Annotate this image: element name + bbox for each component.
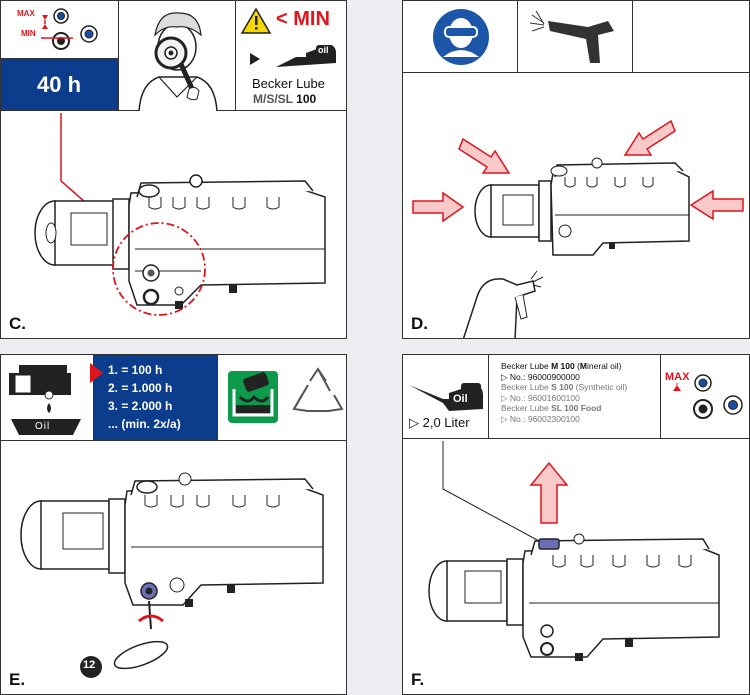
- goggles-cell: [403, 1, 518, 73]
- oil-fill-cell: Oil ▷ 2,0 Liter: [403, 355, 489, 439]
- air-gun-illustration: [462, 270, 544, 338]
- product-2-name: Becker Lube S 100 (Synthetic oil): [501, 382, 627, 393]
- oil-disposal-icon: [228, 371, 278, 423]
- product-2-number: ▷ No.: 96001600100: [501, 392, 580, 403]
- inspector-cell: [119, 1, 236, 111]
- step-label-f: F.: [411, 670, 425, 689]
- step-label-e: E.: [9, 670, 26, 689]
- drain-plug-and-key: [80, 582, 169, 678]
- oil-drain-icon: [9, 365, 81, 435]
- oil-label: Oil: [35, 421, 51, 432]
- interval-list: 1. = 100 h 2. = 1.000 h 3. = 2.000 h ...…: [108, 361, 181, 433]
- interval-4: ... (min. 2x/a): [108, 417, 181, 431]
- panel-e: Oil 1. = 100 h 2. = 1.000 h 3. = 2.000 h…: [0, 354, 347, 695]
- air-gun-icon: [529, 10, 614, 63]
- warning-icon: [240, 7, 336, 67]
- product-1-name: Becker Lube M 100 (Mineral oil): [501, 361, 627, 372]
- disposal-icons: [228, 367, 344, 423]
- product-3-grade: SL 100 Food: [551, 403, 602, 413]
- interval-2: 2. = 1.000 h: [108, 381, 173, 395]
- vacuum-pump-illustration: [474, 157, 690, 256]
- air-gun-cell: [518, 1, 633, 73]
- lube-grade-letters: M/S/SL: [253, 92, 293, 106]
- oil-word: oil: [318, 45, 329, 55]
- vacuum-pump-illustration: [34, 113, 326, 316]
- oil-can-icon: [409, 383, 483, 411]
- lube-name: Becker Lube: [252, 76, 325, 91]
- lube-grade-number: 100: [296, 92, 317, 106]
- panel-d: D.: [402, 0, 750, 339]
- air-blow-arrows: [412, 119, 744, 223]
- sight-glass-cell: MAX: [661, 355, 749, 439]
- product-1-type: ineral oil): [587, 361, 622, 371]
- pump-side-view-drawing: [34, 113, 326, 316]
- sight-glass-cell: MAX MIN: [1, 1, 119, 59]
- interval-3: 3. = 2.000 h: [108, 399, 173, 413]
- safety-goggles-icon: [433, 9, 489, 65]
- disposal-cell: [218, 355, 346, 441]
- max-label: MAX: [17, 9, 35, 18]
- min-warning-text: < MIN: [276, 8, 330, 30]
- pump-cleaning-drawing: [412, 119, 744, 338]
- product-2-type: (Synthetic oil): [573, 382, 628, 392]
- fill-up-arrow: [529, 461, 569, 524]
- lube-products-cell: Becker Lube M 100 (Mineral oil) ▷ No.: 9…: [489, 355, 661, 439]
- pointer-triangle: [90, 363, 103, 383]
- interval-cell: 40 h: [1, 59, 119, 111]
- interval-1: 1. = 100 h: [108, 363, 163, 377]
- product-1-grade: M 100: [551, 361, 575, 371]
- product-1-open: (: [574, 361, 580, 371]
- pump-fill-drawing: [428, 441, 720, 661]
- product-3-name: Becker Lube SL 100 Food: [501, 403, 627, 414]
- panel-c: MAX MIN 40 h: [0, 0, 347, 339]
- oil-can-label: Oil: [453, 393, 468, 405]
- step-label-d: D.: [411, 314, 428, 333]
- fill-volume: ▷ 2,0 Liter: [409, 415, 470, 430]
- min-label: MIN: [21, 29, 36, 38]
- min-warning-cell: < MIN oil Becker Lube M/S/SL 100: [236, 1, 346, 111]
- product-3-number: ▷ No.: 96002300100: [501, 413, 580, 424]
- empty-cell: [633, 1, 749, 73]
- product-1-type-initial: M: [579, 361, 588, 371]
- product-1-brand: Becker Lube: [501, 361, 552, 371]
- drain-icon-cell: Oil: [1, 355, 94, 441]
- inspector-icon: [138, 12, 218, 111]
- product-3-brand: Becker Lube: [501, 403, 552, 413]
- sight-glass-max-icon: [673, 374, 743, 419]
- sight-glass-icon: [41, 8, 98, 50]
- step-label-c: C.: [9, 314, 26, 333]
- lube-grades: M/S/SL 100: [253, 92, 316, 106]
- callout-number: 12: [83, 659, 96, 671]
- pump-drain-drawing: [20, 472, 324, 678]
- product-list: Becker Lube M 100 (Mineral oil) ▷ No.: 9…: [501, 361, 627, 424]
- product-2-grade: S 100: [551, 382, 574, 392]
- panel-f: Oil ▷ 2,0 Liter Becker Lube M 100 (Miner…: [402, 354, 750, 695]
- interval-cell: 1. = 100 h 2. = 1.000 h 3. = 2.000 h ...…: [94, 355, 218, 441]
- product-1-number: ▷ No.: 96000900000: [501, 371, 580, 382]
- hours-label: 40 h: [37, 72, 82, 97]
- product-2-brand: Becker Lube: [501, 382, 552, 392]
- max-label: MAX: [665, 371, 690, 383]
- vacuum-pump-illustration: [428, 533, 720, 661]
- recycle-icon: [292, 367, 344, 412]
- vacuum-pump-illustration: [20, 472, 324, 607]
